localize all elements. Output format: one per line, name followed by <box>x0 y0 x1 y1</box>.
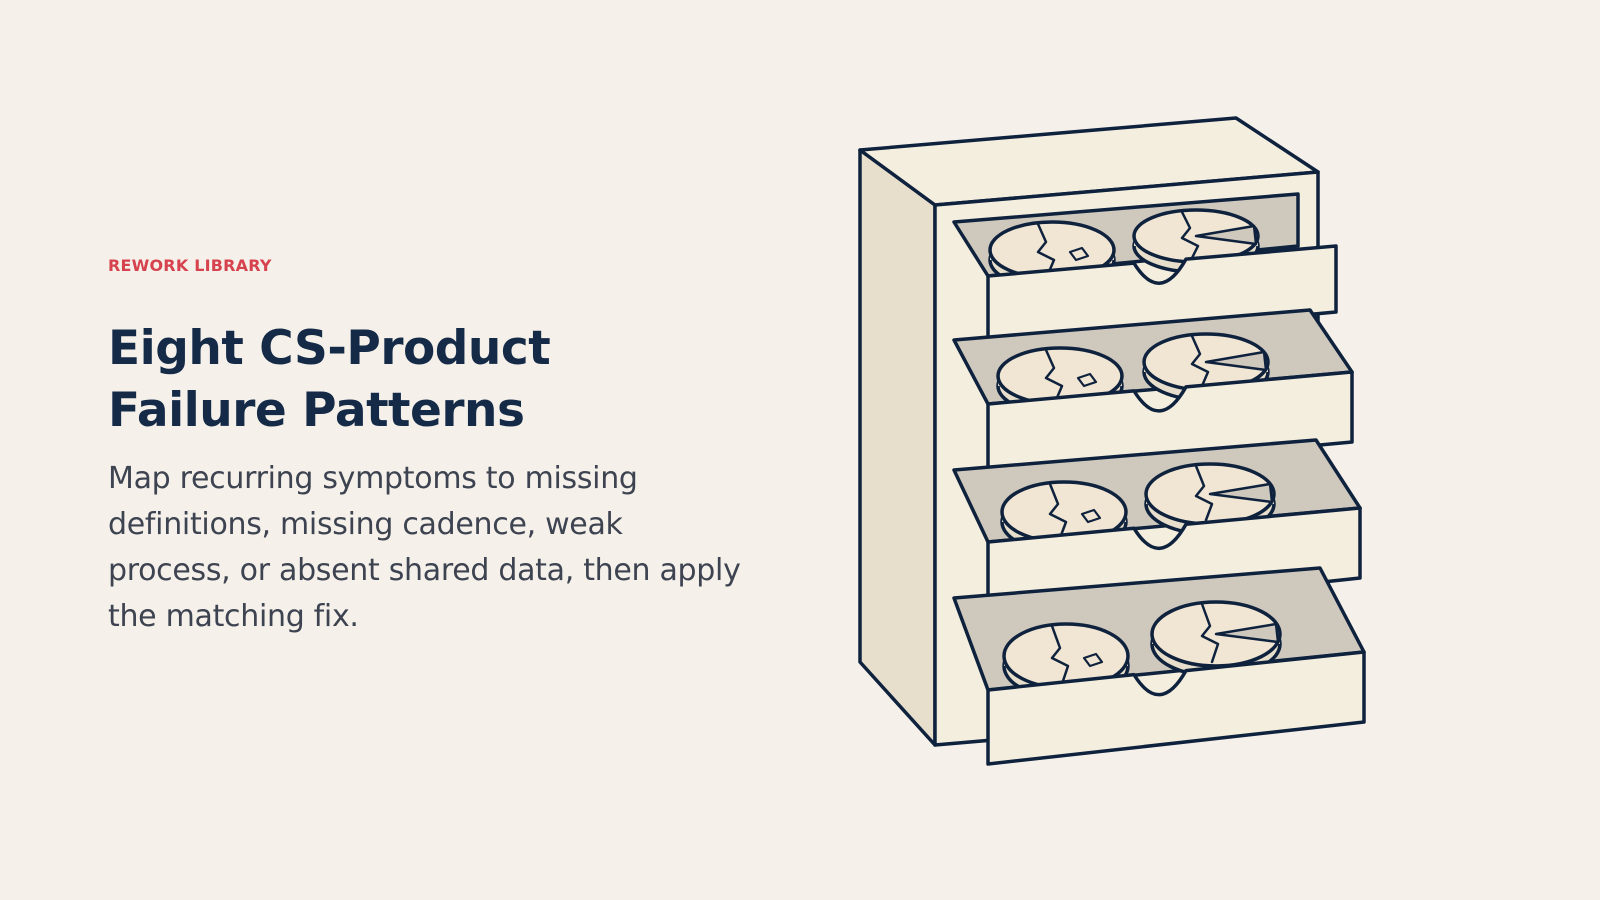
pie-crack <box>1036 222 1056 276</box>
drawers <box>952 192 1366 766</box>
broken-pie-chart-icon <box>1132 208 1260 274</box>
pie-missing-slice <box>1208 482 1274 504</box>
pie-fragment <box>1076 372 1098 388</box>
eyebrow-label: REWORK LIBRARY <box>108 256 272 275</box>
pie-missing-slice <box>1214 622 1280 644</box>
pie-crack <box>1200 602 1220 664</box>
pie-crack <box>1190 334 1210 388</box>
pie-crack <box>1050 624 1070 686</box>
pie-missing-slice <box>1194 224 1258 246</box>
drawer-1 <box>952 192 1338 346</box>
page-subtitle: Map recurring symptoms to missing defini… <box>108 461 741 634</box>
pie-crack <box>1044 348 1064 402</box>
drawer-3 <box>952 438 1362 620</box>
broken-pie-chart-icon <box>1000 480 1128 554</box>
page-title: Eight CS-Product Failure Patterns <box>108 318 748 442</box>
pie-fragment <box>1068 246 1090 262</box>
title-line-2: Failure Patterns <box>108 383 525 438</box>
pie-crack <box>1180 210 1200 260</box>
broken-pie-chart-icon <box>1150 600 1282 678</box>
title-line-1: Eight CS-Product <box>108 321 551 376</box>
pie-fragment <box>1082 652 1104 668</box>
drawer-front <box>986 650 1366 766</box>
hero-text: REWORK LIBRARY Eight CS-Product Failure … <box>108 258 748 640</box>
pie-crack <box>1048 482 1068 540</box>
drawer-4 <box>952 566 1366 766</box>
pie-missing-slice <box>1204 350 1268 372</box>
pie-fragment <box>1080 508 1102 524</box>
cabinet-side-panel <box>858 148 937 747</box>
pie-crack <box>1194 464 1214 522</box>
